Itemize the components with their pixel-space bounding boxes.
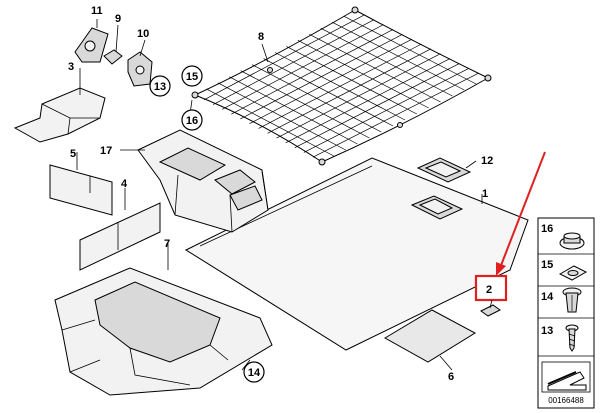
- label-6: 6: [448, 371, 454, 383]
- net-strand: [267, 48, 432, 134]
- circled-labels: 13 15 16 14: [149, 65, 265, 383]
- label-5: 5: [70, 148, 76, 160]
- net-strand: [331, 21, 465, 91]
- circle-label-13: 13: [154, 81, 166, 93]
- label-11: 11: [91, 5, 103, 17]
- bracket-11: [74, 27, 109, 63]
- net-strand: [303, 67, 470, 153]
- net-strand: [309, 33, 441, 103]
- label-8: 8: [258, 31, 264, 43]
- clip-nut-icon: [558, 265, 588, 281]
- net-strand: [320, 27, 453, 97]
- label-9: 9: [115, 13, 121, 25]
- label-7: 7: [164, 238, 170, 250]
- label-2: 2: [486, 284, 492, 296]
- highlight-part-2: 2: [474, 274, 508, 309]
- net-strand: [285, 58, 451, 144]
- net-strand: [276, 53, 441, 139]
- handle-recess-12: [416, 157, 472, 183]
- label-10: 10: [137, 28, 149, 40]
- side-trim-3: [13, 87, 106, 143]
- label-3: 3: [68, 61, 74, 73]
- label-4: 4: [121, 178, 128, 190]
- cargo-net: [191, 6, 492, 166]
- part-labels: 11 9 10 3 8 17 5 4 7 12 1 6: [68, 5, 493, 383]
- cover-pad-6: [383, 309, 477, 363]
- net-strand: [294, 63, 460, 148]
- circle-label-15: 15: [186, 71, 198, 83]
- net-strand: [286, 46, 418, 115]
- doc-number: 00166488: [548, 396, 584, 405]
- wheel-well-7: [54, 267, 273, 396]
- legend-num-13: 13: [541, 325, 553, 337]
- screw-icon: [565, 324, 579, 352]
- net-strand: [312, 72, 479, 158]
- circle-label-14: 14: [248, 367, 261, 379]
- legend-num-14: 14: [541, 291, 554, 303]
- red-arrow: [496, 151, 546, 276]
- clip-9: [103, 49, 123, 65]
- panel-4: [79, 202, 161, 271]
- label-17: 17: [100, 145, 112, 157]
- legend-num-16: 16: [541, 223, 553, 235]
- clip-cap-icon: [559, 232, 585, 250]
- legend-num-15: 15: [541, 259, 553, 271]
- circle-label-16: 16: [186, 115, 198, 127]
- storage-box-17: [137, 129, 269, 233]
- net-strand: [297, 40, 429, 109]
- net-strand: [343, 15, 477, 85]
- leader-lines: [76, 19, 483, 371]
- arrow-pointer-icon: [541, 361, 591, 393]
- expanding-rivet-icon: [562, 287, 582, 313]
- bracket-10: [127, 51, 153, 87]
- net-strand: [258, 43, 422, 129]
- label-1: 1: [482, 188, 488, 200]
- floor-handle: [410, 195, 464, 220]
- fastener-legend: 16 15 14 13 00166488: [537, 217, 595, 409]
- panel-5: [49, 164, 113, 216]
- label-12: 12: [481, 155, 493, 167]
- clip-2: [480, 304, 501, 317]
